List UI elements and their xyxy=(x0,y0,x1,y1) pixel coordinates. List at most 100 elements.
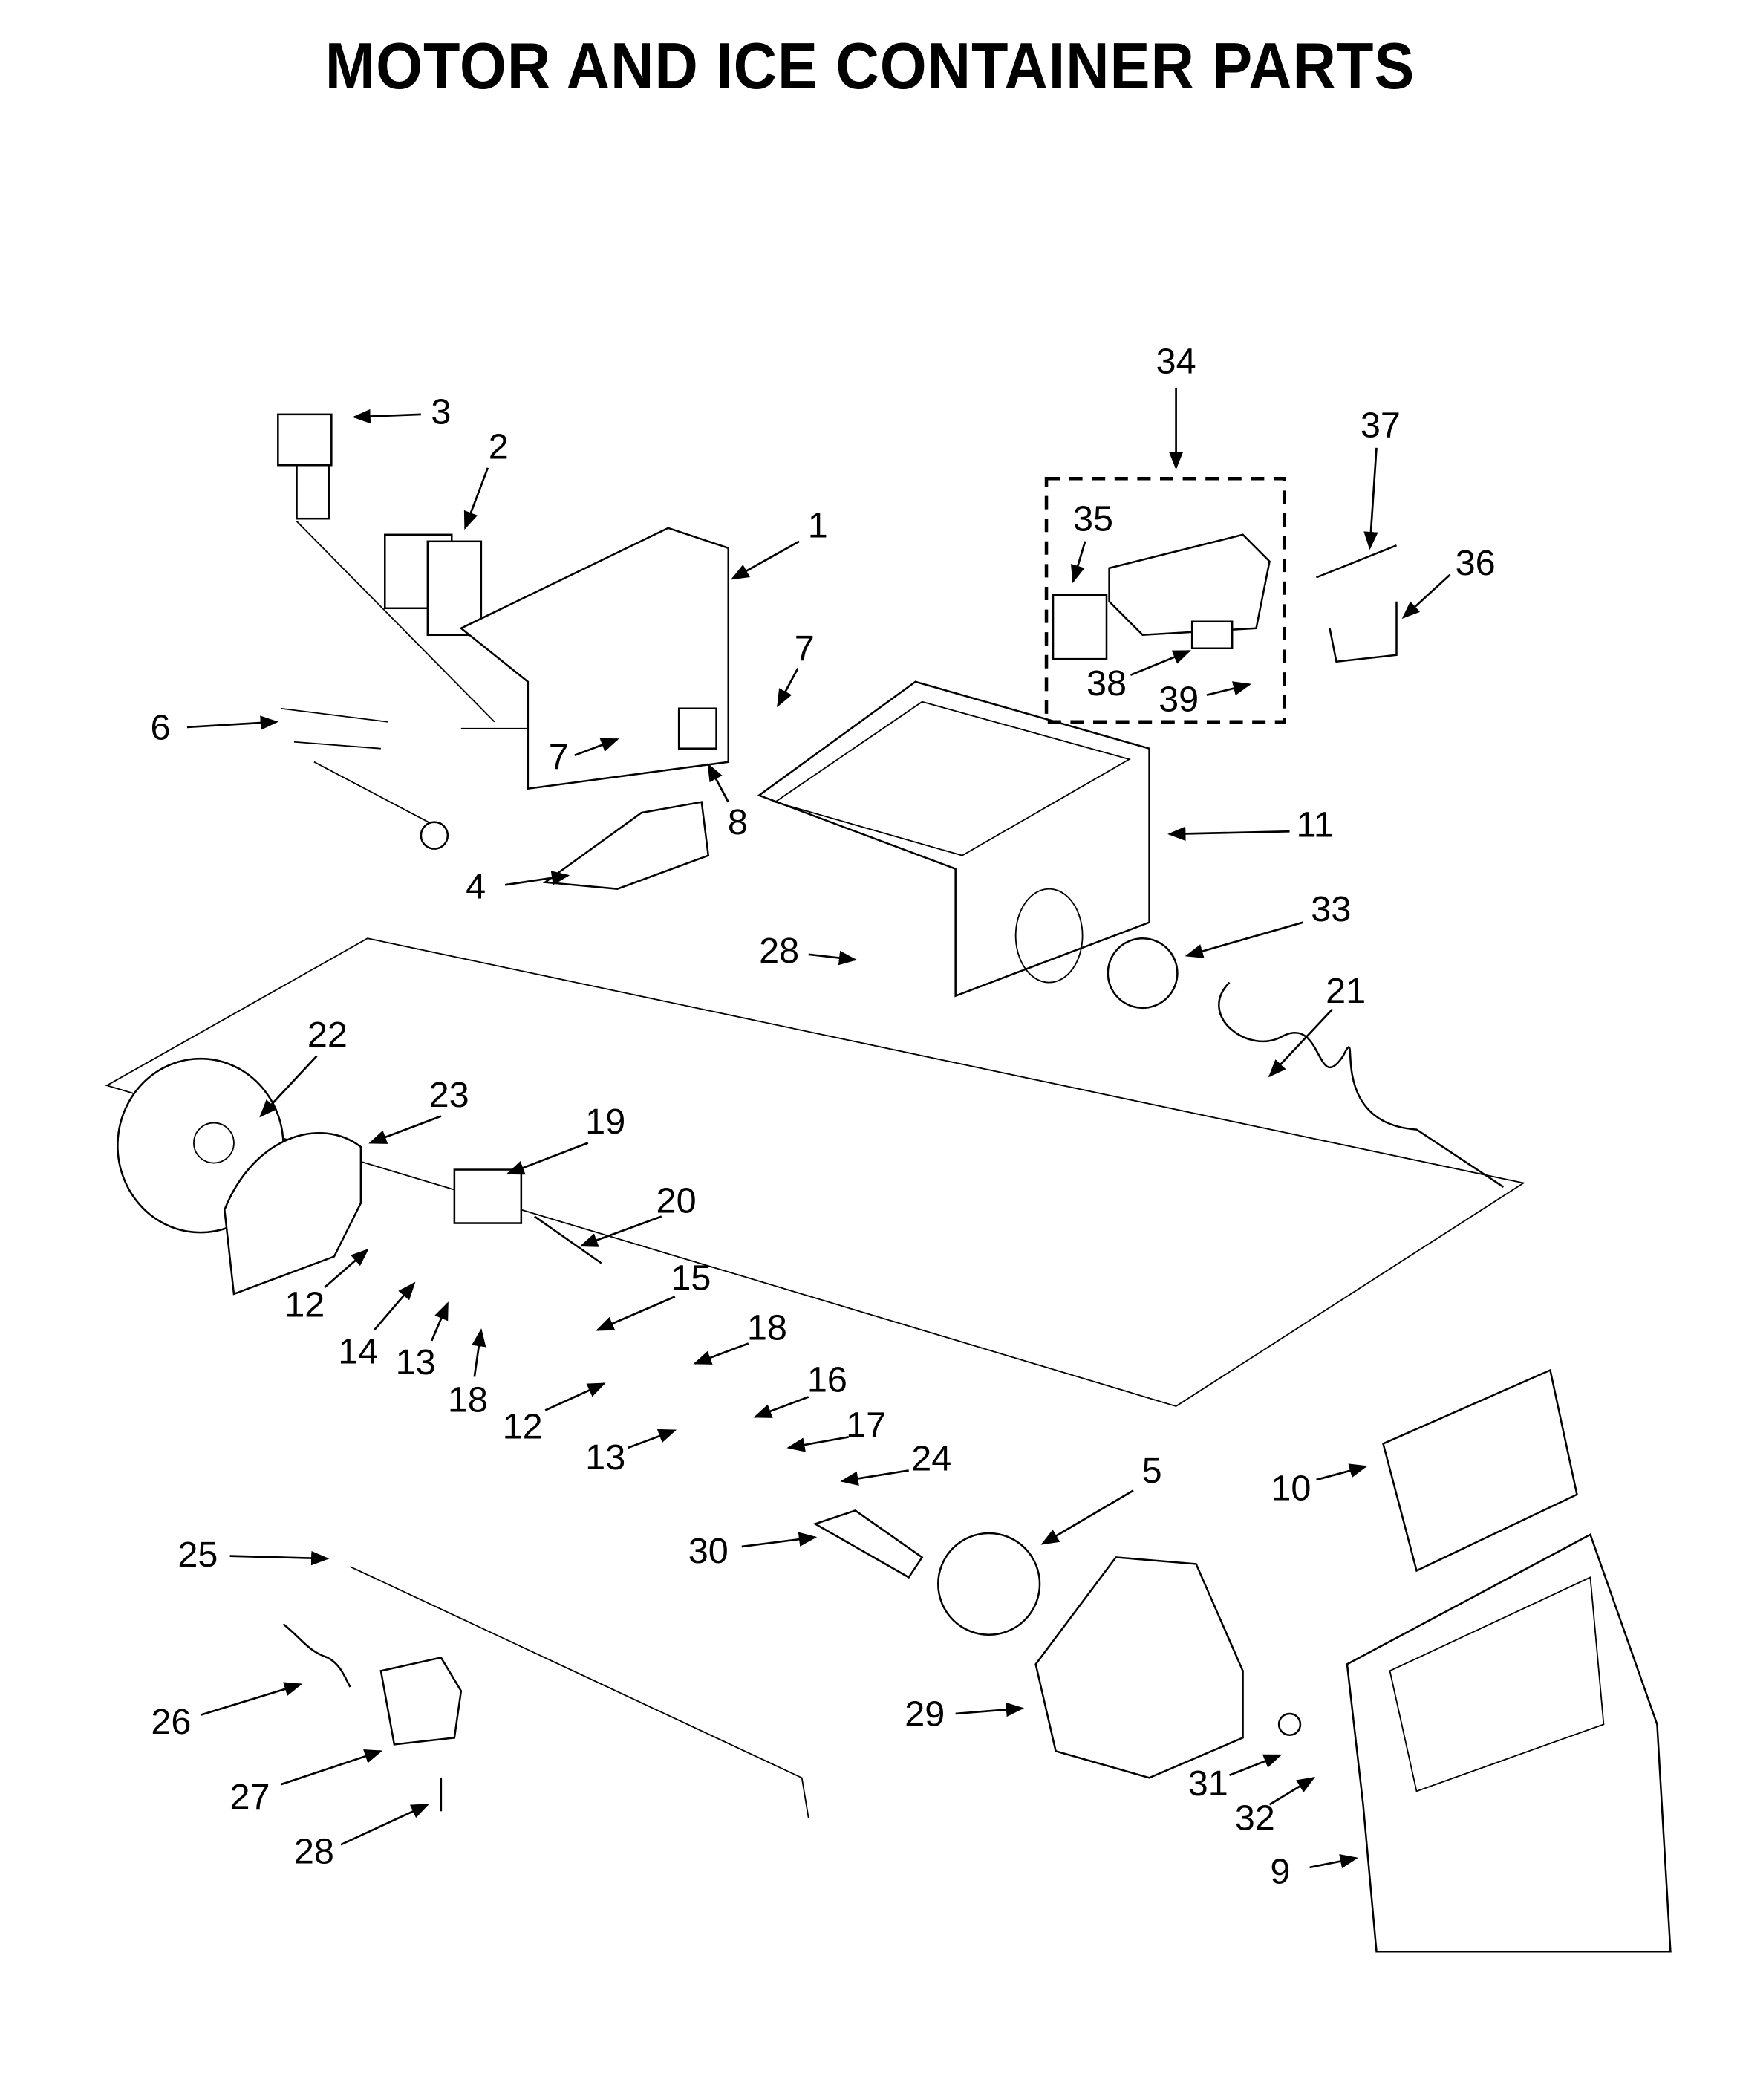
callout-36: 36 xyxy=(1401,543,1496,620)
water-valve xyxy=(277,413,495,723)
callout-arrow xyxy=(693,1342,749,1365)
callout-11: 11 xyxy=(1167,805,1334,845)
callout-20: 20 xyxy=(579,1180,697,1247)
icemaker-kit-box xyxy=(1044,476,1286,724)
callout-number: 7 xyxy=(795,628,815,669)
callout-arrow xyxy=(1309,1854,1358,1869)
callout-16: 16 xyxy=(753,1360,847,1418)
auger-cup xyxy=(1107,937,1179,1010)
callout-29: 29 xyxy=(905,1694,1025,1734)
callout-number: 8 xyxy=(728,802,748,842)
callout-9: 9 xyxy=(1270,1852,1358,1892)
callout-number: 36 xyxy=(1456,543,1496,583)
callout-arrow xyxy=(955,1702,1025,1717)
callout-number: 29 xyxy=(905,1694,945,1734)
callout-number: 7 xyxy=(549,737,569,777)
callout-number: 34 xyxy=(1156,341,1196,381)
callout-number: 1 xyxy=(808,506,828,546)
callout-number: 32 xyxy=(1235,1798,1275,1839)
callout-arrow xyxy=(340,1804,430,1846)
callout-arrow xyxy=(1167,826,1290,842)
callout-number: 17 xyxy=(846,1405,886,1446)
callout-arrow xyxy=(1185,921,1303,958)
crusher-plate xyxy=(224,1132,362,1296)
callout-number: 26 xyxy=(151,1702,191,1742)
callout-number: 13 xyxy=(396,1342,436,1382)
callout-28: 28 xyxy=(759,931,858,971)
callout-17: 17 xyxy=(786,1405,886,1452)
callout-number: 6 xyxy=(150,707,170,747)
callout-arrow xyxy=(544,1382,606,1411)
callout-13: 13 xyxy=(585,1428,677,1478)
callout-5: 5 xyxy=(1040,1451,1162,1545)
icemaker xyxy=(1052,533,1271,660)
motor-cover xyxy=(937,1532,1041,1636)
callout-18: 18 xyxy=(693,1307,787,1365)
spring xyxy=(282,1623,351,1688)
callout-6: 6 xyxy=(150,707,278,747)
callout-arrow xyxy=(506,1142,589,1175)
callout-number: 39 xyxy=(1159,680,1199,720)
callout-number: 12 xyxy=(284,1285,325,1325)
callout-number: 3 xyxy=(431,392,451,432)
callout-arrow xyxy=(324,1248,369,1288)
callout-arrow xyxy=(786,1436,849,1452)
callout-number: 9 xyxy=(1270,1852,1290,1892)
callout-number: 12 xyxy=(503,1406,543,1446)
callout-number: 10 xyxy=(1271,1468,1311,1508)
rod-outline xyxy=(350,1566,809,1818)
callout-28: 28 xyxy=(294,1804,430,1872)
callout-7: 7 xyxy=(549,737,619,777)
callout-32: 32 xyxy=(1235,1777,1316,1839)
callout-arrow xyxy=(472,1328,486,1377)
wire-harness xyxy=(280,707,449,850)
callout-arrow xyxy=(463,467,489,530)
callout-number: 21 xyxy=(1326,971,1366,1011)
callout-15: 15 xyxy=(596,1258,711,1331)
callout-24: 24 xyxy=(840,1439,951,1486)
cover xyxy=(542,801,710,890)
callout-12: 12 xyxy=(503,1382,606,1446)
callout-number: 18 xyxy=(747,1307,787,1348)
callout-arrow xyxy=(1229,1754,1283,1776)
callout-arrow xyxy=(628,1428,677,1449)
callout-number: 2 xyxy=(489,426,509,467)
callout-arrow xyxy=(741,1532,818,1548)
callout-number: 16 xyxy=(807,1360,847,1400)
bracket xyxy=(379,1656,463,1746)
callout-arrow xyxy=(1363,447,1378,550)
motor-bracket xyxy=(384,527,730,790)
callout-arrow xyxy=(229,1550,330,1566)
shutoff-arm xyxy=(1329,601,1398,663)
callout-12: 12 xyxy=(284,1248,369,1325)
dispenser-housing xyxy=(1346,1368,1672,1953)
callout-25: 25 xyxy=(177,1535,330,1575)
callout-number: 25 xyxy=(177,1535,218,1575)
callout-arrow xyxy=(1070,541,1086,584)
washer xyxy=(1277,1712,1302,1736)
solenoid-lever xyxy=(812,1509,924,1579)
callout-arrow xyxy=(431,1301,449,1342)
callout-arrow xyxy=(1040,1489,1134,1545)
callout-arrow xyxy=(579,1215,662,1247)
callout-arrow xyxy=(200,1682,303,1717)
callout-22: 22 xyxy=(259,1015,348,1118)
callout-arrow xyxy=(280,1749,383,1786)
callout-27: 27 xyxy=(230,1749,383,1817)
callout-number: 30 xyxy=(688,1531,729,1571)
callout-number: 22 xyxy=(307,1015,348,1055)
callout-number: 33 xyxy=(1311,889,1351,929)
callout-21: 21 xyxy=(1268,971,1366,1078)
callout-number: 13 xyxy=(585,1437,625,1478)
callout-7: 7 xyxy=(777,628,815,708)
callout-10: 10 xyxy=(1271,1463,1368,1508)
crusher-block xyxy=(453,1168,523,1224)
callout-number: 28 xyxy=(759,931,799,971)
callout-arrow xyxy=(1268,1008,1334,1078)
callout-arrow xyxy=(368,1115,442,1144)
heater-bar xyxy=(1316,544,1397,579)
callout-number: 37 xyxy=(1361,406,1401,446)
callout-arrow xyxy=(808,950,858,966)
callout-number: 19 xyxy=(585,1102,625,1142)
callout-26: 26 xyxy=(151,1682,303,1742)
